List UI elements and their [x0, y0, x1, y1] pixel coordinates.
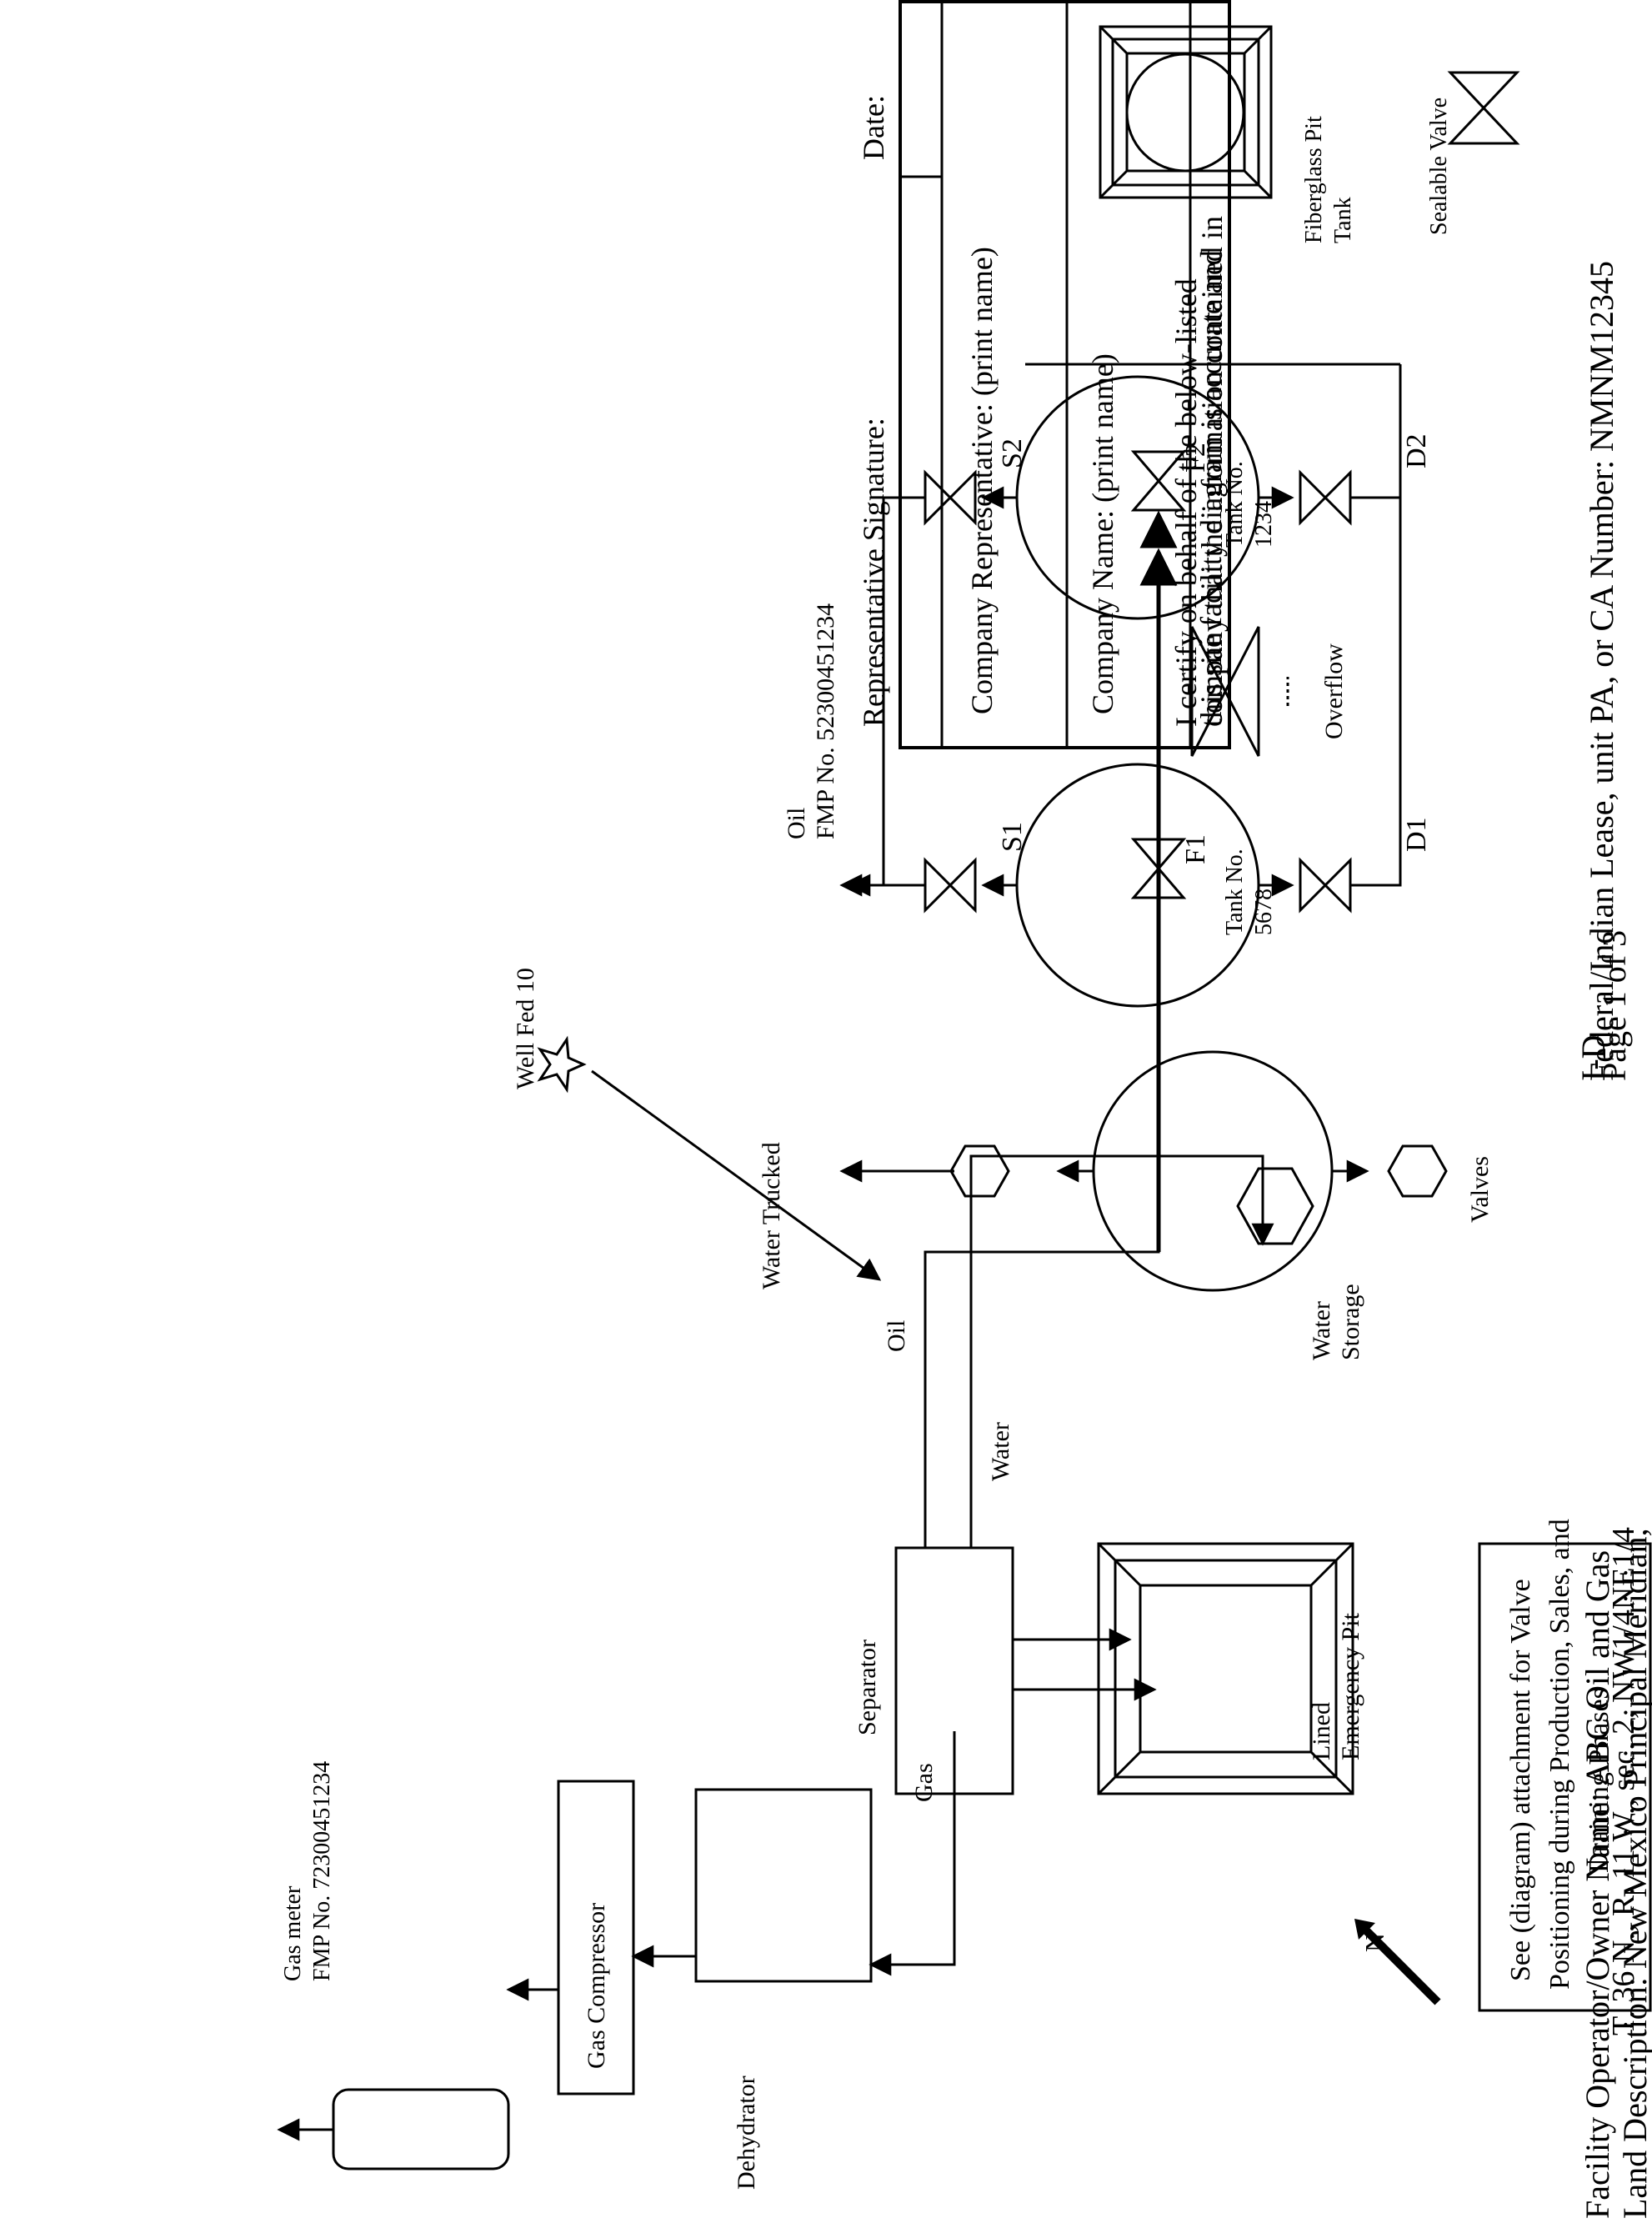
well-star-icon	[537, 1035, 587, 1094]
fiberglass-label-1: Fiberglass Pit	[1301, 116, 1327, 243]
certification-text: I certify on behalf of the below-listed …	[857, 95, 1229, 727]
certification-statement-line-3: this site facility diagram is accurate a…	[1194, 250, 1228, 727]
oil-sales-label-2: FMP No. 52300451234	[812, 603, 839, 839]
well-label: Well Fed 10	[512, 968, 539, 1089]
date-field[interactable]: Date:	[857, 95, 890, 160]
gas-compressor-label: Gas Compressor	[583, 1903, 610, 2069]
form-id: I-D	[1574, 1034, 1612, 1081]
oil-sales-label-1: Oil	[783, 808, 810, 839]
dehydrator-label: Dehydrator	[733, 2075, 760, 2190]
process-lines	[871, 1690, 1177, 1973]
valve-s2-icon	[924, 469, 977, 526]
fill-valves	[1130, 450, 1187, 899]
valve-f1-label: F1	[1180, 834, 1211, 864]
valve-d1-label: D1	[1401, 817, 1432, 852]
sealable-valve-legend	[1447, 71, 1520, 145]
sales-valves	[839, 469, 1017, 914]
sealable-valve-icon	[1447, 71, 1520, 145]
north-arrow	[1354, 1919, 1441, 2005]
tank-1-label-1: Tank No.	[1222, 849, 1248, 935]
valves-label: Valves	[1466, 1156, 1494, 1223]
page-number: Page 1 of 3	[1595, 930, 1633, 1081]
gas-compressor	[557, 1780, 635, 2095]
note-line-2: Positioning during Production, Sales, an…	[1544, 1519, 1575, 1990]
water-trucked-valve-icon	[949, 1144, 1010, 1198]
sealable-valve-label: Sealable Valve	[1426, 98, 1452, 235]
valve-s1-label: S1	[997, 822, 1028, 852]
water-label: Water	[987, 1422, 1014, 1481]
note-box	[1478, 1542, 1652, 2012]
overflow-bowtie-icon	[1190, 626, 1260, 757]
dehydrator	[694, 1788, 873, 1983]
valve-s2-label: S2	[997, 438, 1028, 468]
water-storage-label-1: Water	[1308, 1301, 1335, 1360]
valve-d2-label: D2	[1401, 433, 1432, 468]
header: Facility Operator/Owner Name: ABC Oil an…	[1574, 261, 1652, 2219]
tank-2-label-2: 1234	[1251, 501, 1277, 548]
valve-f2-icon	[1130, 450, 1187, 512]
overflow-label: Overflow	[1320, 643, 1348, 739]
well-line	[537, 1035, 882, 1281]
certification-table	[899, 0, 1231, 749]
representative-signature-field[interactable]: Representative Signature:	[857, 418, 890, 727]
fiberglass-pit-tank	[1099, 25, 1273, 199]
water-storage-label-2: Storage	[1337, 1284, 1364, 1360]
company-representative-field[interactable]: Company Representative: (print name)	[965, 247, 999, 714]
fiberglass-label-2: Tank	[1330, 197, 1356, 243]
valve-s1-icon	[924, 857, 977, 914]
company-name-field[interactable]: Company Name: (print name)	[1086, 353, 1119, 714]
overflow-connection	[1190, 626, 1289, 757]
gas-meter-label-2: FMP No. 72300451234	[309, 1761, 335, 1981]
water-drain-valve-icon	[1387, 1144, 1448, 1198]
separator-label: Separator	[854, 1640, 881, 1735]
note-line-1: See (diagram) attachment for Valve	[1505, 1579, 1536, 1981]
gas-meter	[332, 2088, 510, 2170]
valve-d2-icon	[1299, 469, 1352, 526]
oil-label: Oil	[883, 1320, 910, 1352]
gas-label: Gas	[910, 1763, 938, 1802]
valve-f2-label: F2	[1180, 443, 1211, 473]
certification-statement-line-1: I certify on behalf of the below-listed	[1169, 278, 1203, 727]
valve-d1-icon	[1299, 857, 1352, 914]
land-description-line-1: Land Description: New Mexico Principal M…	[1616, 1528, 1652, 2219]
valve-f1-icon	[1130, 838, 1187, 899]
drain-route-visible	[1399, 364, 1402, 885]
separator	[894, 1546, 1014, 1795]
water-storage-tank	[839, 1050, 1448, 1292]
water-trucked-label: Water Trucked	[758, 1142, 785, 1289]
note-line-3: Draining Phases	[1584, 1688, 1614, 1873]
north-label: N	[1359, 1933, 1389, 1952]
land-description-line-2: T. 36 N., R. 11 W., sec. 2, NW1/4NE1/4	[1606, 1527, 1641, 2035]
diagram-labels: Gas meter FMP No. 72300451234 Gas Compre…	[280, 98, 1614, 2190]
separator-outlets	[924, 1052, 1274, 1548]
lined-pit-label-1: Lined	[1308, 1702, 1335, 1760]
gas-train	[277, 1546, 1132, 2170]
water-storage-hex-icon	[1236, 1167, 1314, 1245]
tank-1-label-2: 5678	[1251, 889, 1277, 935]
lined-pit-label-2: Emergency Pit	[1337, 1612, 1364, 1760]
tank-2-label-1: Tank No.	[1222, 461, 1248, 548]
gas-meter-label-1: Gas meter	[280, 1885, 306, 1981]
lined-emergency-pit	[1097, 1542, 1354, 1795]
operator-line: Facility Operator/Owner Name: ABC Oil an…	[1579, 1550, 1616, 2219]
pit-inflows	[1013, 1678, 1157, 1701]
lease-line: Federal/Indian Lease, unit PA, or CA Num…	[1583, 261, 1620, 1081]
dehydrator-to-pit-line	[867, 1690, 1177, 1965]
